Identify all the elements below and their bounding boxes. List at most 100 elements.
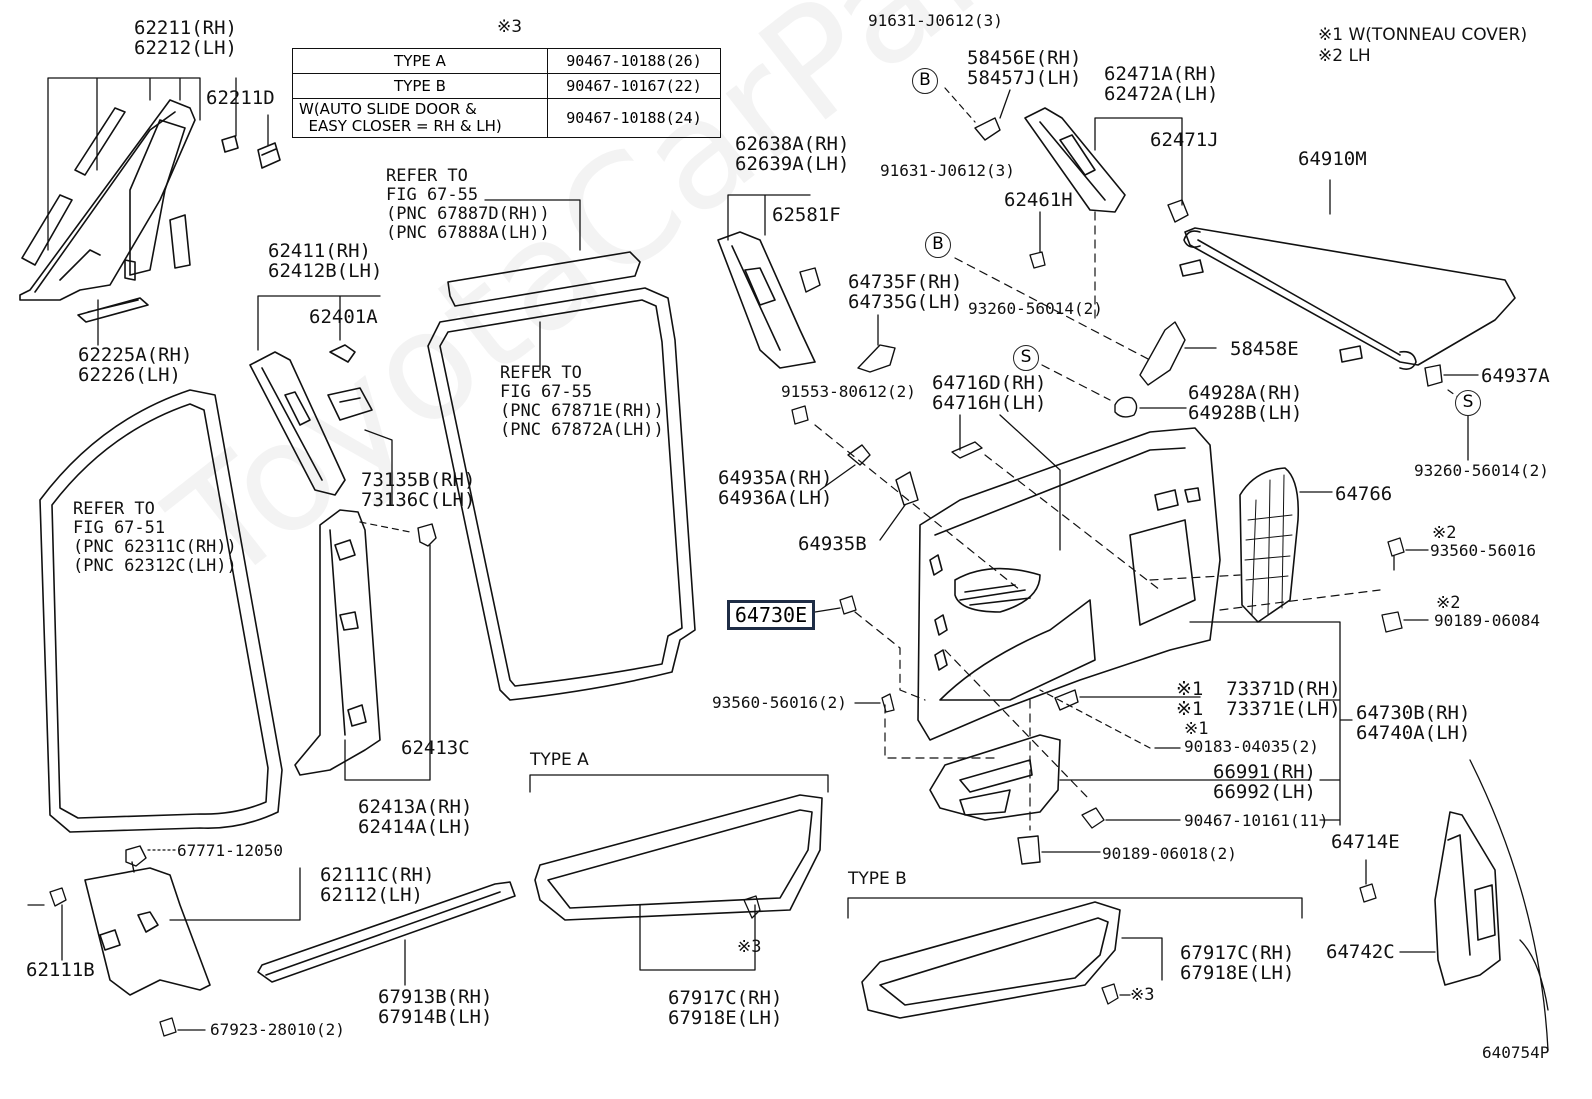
part-label-62461H[interactable]: 62461H [1004,189,1073,211]
part-label-73135B[interactable]: 73135B(RH) 73136C(LH) [361,469,476,511]
bracket-64716D [951,441,983,459]
quarter-trim-panel [917,427,1221,741]
part-label-90183[interactable]: 90183-04035(2) [1184,737,1319,756]
part-label-64714E[interactable]: 64714E [1331,831,1400,853]
clip-62581F [799,267,821,293]
tonneau-cover [1179,227,1516,370]
note-star3-type-b: ※3 [1130,985,1155,1005]
part-label-91631-a[interactable]: 91631-J0612(3) [868,11,1003,30]
part-label-64766[interactable]: 64766 [1335,483,1393,505]
part-label-67923[interactable]: 67923-28010(2) [210,1020,345,1039]
part-label-62471J[interactable]: 62471J [1150,129,1219,151]
note-star2-b: ※2 [1436,593,1461,613]
clip-67771 [125,845,147,873]
bracket-64935B [895,471,919,506]
table-row: W(AUTO SLIDE DOOR & EASY CLOSER = RH & L… [292,98,721,138]
table-cell-part[interactable]: 90467-10167(22) [547,73,721,99]
tray-type-b [861,901,1121,1019]
part-label-90189-b[interactable]: 90189-06018(2) [1102,844,1237,863]
refer-note-67871E: REFER TO FIG 67-55 (PNC 67871E(RH)) (PNC… [500,363,664,440]
bracket-64935A [847,444,871,466]
figure-number: 640754P [1482,1043,1550,1062]
part-label-62581F[interactable]: 62581F [772,204,841,226]
part-label-93260-a[interactable]: 93260-56014(2) [968,299,1103,318]
part-label-62638A[interactable]: 62638A(RH) 62639A(LH) [735,133,850,175]
marker-b: B [925,232,951,258]
storage-pocket [929,734,1061,821]
part-label-62471A[interactable]: 62471A(RH) 62472A(LH) [1104,63,1219,105]
part-label-62211D[interactable]: 62211D [206,87,275,109]
handle-73371D [1054,689,1079,711]
part-label-64716D[interactable]: 64716D(RH) 64716H(LH) [932,372,1047,414]
front-pillar-garnish [19,99,196,301]
clip-type-b [1101,983,1119,1005]
center-pillar-lower [294,509,381,776]
table-cell-type: W(AUTO SLIDE DOOR & EASY CLOSER = RH & L… [292,98,548,138]
part-label-64928A[interactable]: 64928A(RH) 64928B(LH) [1188,382,1303,424]
part-label-64730B[interactable]: 64730B(RH) 64740A(LH) [1356,702,1471,744]
part-label-62111C[interactable]: 62111C(RH) 62112(LH) [320,864,435,906]
clip-62413C [417,523,437,547]
legend-line-2: ※2 LH [1318,46,1371,66]
part-label-62411[interactable]: 62411(RH) 62412B(LH) [268,240,383,282]
part-label-64735F[interactable]: 64735F(RH) 64735G(LH) [848,271,963,313]
clip-type-a [743,895,761,919]
table-cell-part[interactable]: 90467-10188(24) [547,98,721,138]
part-label-67917C-type-b[interactable]: 67917C(RH) 67918E(LH) [1180,942,1295,984]
note-star2-a: ※2 [1432,523,1457,543]
part-label-62111B[interactable]: 62111B [26,959,95,981]
legend-line-1: ※1 W(TONNEAU COVER) [1318,25,1528,45]
part-label-93260-b[interactable]: 93260-56014(2) [1414,461,1549,480]
part-label-93560[interactable]: 93560-56016 [1430,541,1536,560]
table-cell-part[interactable]: 90467-10188(26) [547,48,721,74]
tray-type-a [534,794,823,921]
selected-part-64730E[interactable]: 64730E [727,600,815,630]
part-label-91553[interactable]: 91553-80612(2) [781,382,916,401]
part-label-58456E[interactable]: 58456E(RH) 58457J(LH) [967,47,1082,89]
marker-s: S [1455,390,1481,416]
part-label-67917C-type-a[interactable]: 67917C(RH) 67918E(LH) [668,987,783,1029]
note-star1: ※1 [1184,719,1209,739]
clip-62471J [1167,199,1189,223]
note-star3-type-a: ※3 [737,937,762,957]
clip-62211D [221,135,281,169]
part-label-67913B[interactable]: 67913B(RH) 67914B(LH) [378,986,493,1028]
cowl-side-trim [84,867,211,996]
refer-note-67887D: REFER TO FIG 67-55 (PNC 67887D(RH)) (PNC… [386,166,550,243]
part-label-62225A[interactable]: 62225A(RH) 62226(LH) [78,344,193,386]
part-label-64910M[interactable]: 64910M [1298,148,1367,170]
part-label-62211[interactable]: 62211(RH) 62212(LH) [134,17,237,59]
table-title: ※3 [497,17,523,37]
table-cell-type: TYPE A [292,48,548,74]
part-label-66991[interactable]: 66991(RH) 66992(LH) [1213,761,1316,803]
part-label-90189-a[interactable]: 90189-06084 [1434,611,1540,630]
type-a-label: TYPE A [530,750,589,770]
part-label-93560-2[interactable]: 93560-56016(2) [712,693,847,712]
part-label-67771[interactable]: 67771-12050 [177,841,283,860]
bracket-58458E [1139,321,1186,386]
refer-note-62311C: REFER TO FIG 67-51 (PNC 62311C(RH)) (PNC… [73,499,237,576]
part-label-91631-b[interactable]: 91631-J0612(3) [880,161,1015,180]
part-label-58458E[interactable]: 58458E [1230,338,1299,360]
table-row: TYPE B 90467-10167(22) [292,73,721,99]
part-label-64935B[interactable]: 64935B [798,533,867,555]
part-label-62413C[interactable]: 62413C [401,737,470,759]
back-door-garnish-upper [1024,107,1126,213]
scuff-plate-62225A [77,297,149,323]
part-label-64937A[interactable]: 64937A [1481,365,1550,387]
part-label-62401A[interactable]: 62401A [309,306,378,328]
marker-s: S [1013,345,1039,371]
part-label-62413A[interactable]: 62413A(RH) 62414A(LH) [358,796,473,838]
cargo-net-64766 [1239,467,1300,623]
table-cell-type: TYPE B [292,73,548,99]
part-label-64742C[interactable]: 64742C [1326,941,1395,963]
side-panel-64742C [1434,811,1501,986]
part-label-90467[interactable]: 90467-10161(11) [1184,811,1329,830]
part-label-73371D[interactable]: ※1 73371D(RH) ※1 73371E(LH) [1176,678,1341,720]
bracket-64735F [857,344,896,373]
quarter-pillar-garnish [717,231,816,369]
part-label-64935A[interactable]: 64935A(RH) 64936A(LH) [718,467,833,509]
center-pillar-upper [249,344,373,496]
